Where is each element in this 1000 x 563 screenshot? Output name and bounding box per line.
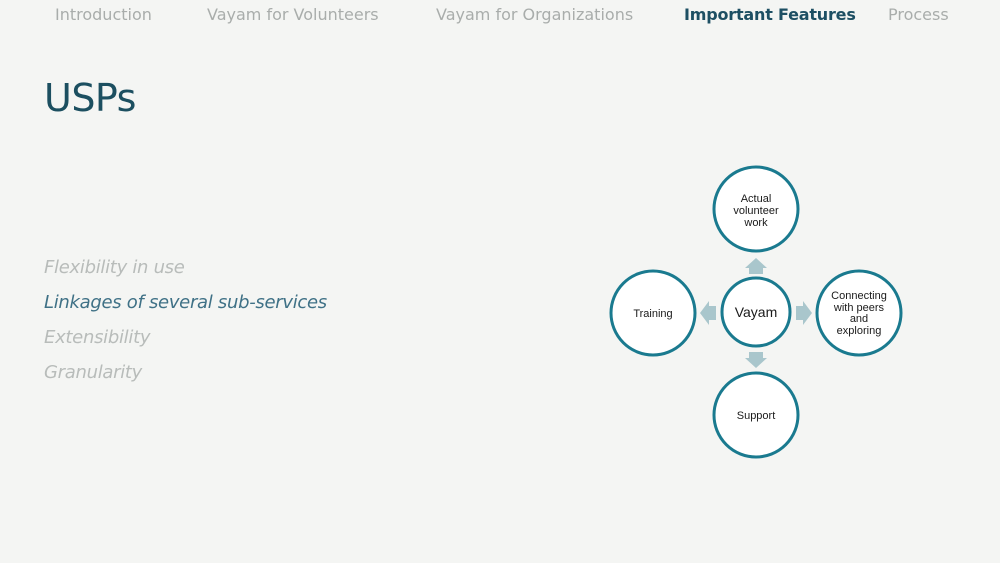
arrow-down-icon <box>745 352 767 368</box>
nav-item-introduction[interactable]: Introduction <box>55 5 152 24</box>
usp-item-extensibility[interactable]: Extensibility <box>44 327 151 348</box>
nav-item-vayam-for-organizations[interactable]: Vayam for Organizations <box>436 5 634 24</box>
node-label-line: Actual <box>741 193 772 205</box>
nav-item-important-features[interactable]: Important Features <box>684 5 856 24</box>
node-label-line: with peers <box>833 302 885 314</box>
usp-item-granularity[interactable]: Granularity <box>44 362 143 383</box>
usp-item-flexibility[interactable]: Flexibility in use <box>44 257 185 278</box>
node-label-line: Support <box>737 410 776 422</box>
diagram-node-support: Support <box>712 371 800 459</box>
arrow-up-icon <box>745 258 767 274</box>
usp-item-linkages[interactable]: Linkages of several sub-services <box>44 292 327 313</box>
node-label-line: work <box>743 217 768 229</box>
nav-item-process[interactable]: Process <box>888 5 949 24</box>
page-title: USPs <box>44 76 136 120</box>
node-label-center: Vayam <box>735 304 778 320</box>
diagram-node-connecting: Connecting with peers and exploring <box>815 269 903 357</box>
usp-list: Flexibility in use Linkages of several s… <box>44 250 327 390</box>
top-navigation: Introduction Vayam for Volunteers Vayam … <box>0 0 1000 32</box>
nav-item-vayam-for-volunteers[interactable]: Vayam for Volunteers <box>207 5 379 24</box>
diagram-node-training: Training <box>609 269 697 357</box>
usp-diagram: Actual volunteer work Training Vayam Con… <box>600 160 910 465</box>
arrow-right-icon <box>796 301 812 325</box>
node-label-line: Connecting <box>831 290 887 302</box>
diagram-node-actual-volunteer-work: Actual volunteer work <box>712 165 800 253</box>
arrow-left-icon <box>700 301 716 325</box>
node-label-line: volunteer <box>733 205 779 217</box>
node-label-line: exploring <box>837 325 882 337</box>
node-label-line: Training <box>633 308 672 320</box>
diagram-node-vayam: Vayam <box>720 276 792 348</box>
node-label-line: and <box>850 313 868 325</box>
